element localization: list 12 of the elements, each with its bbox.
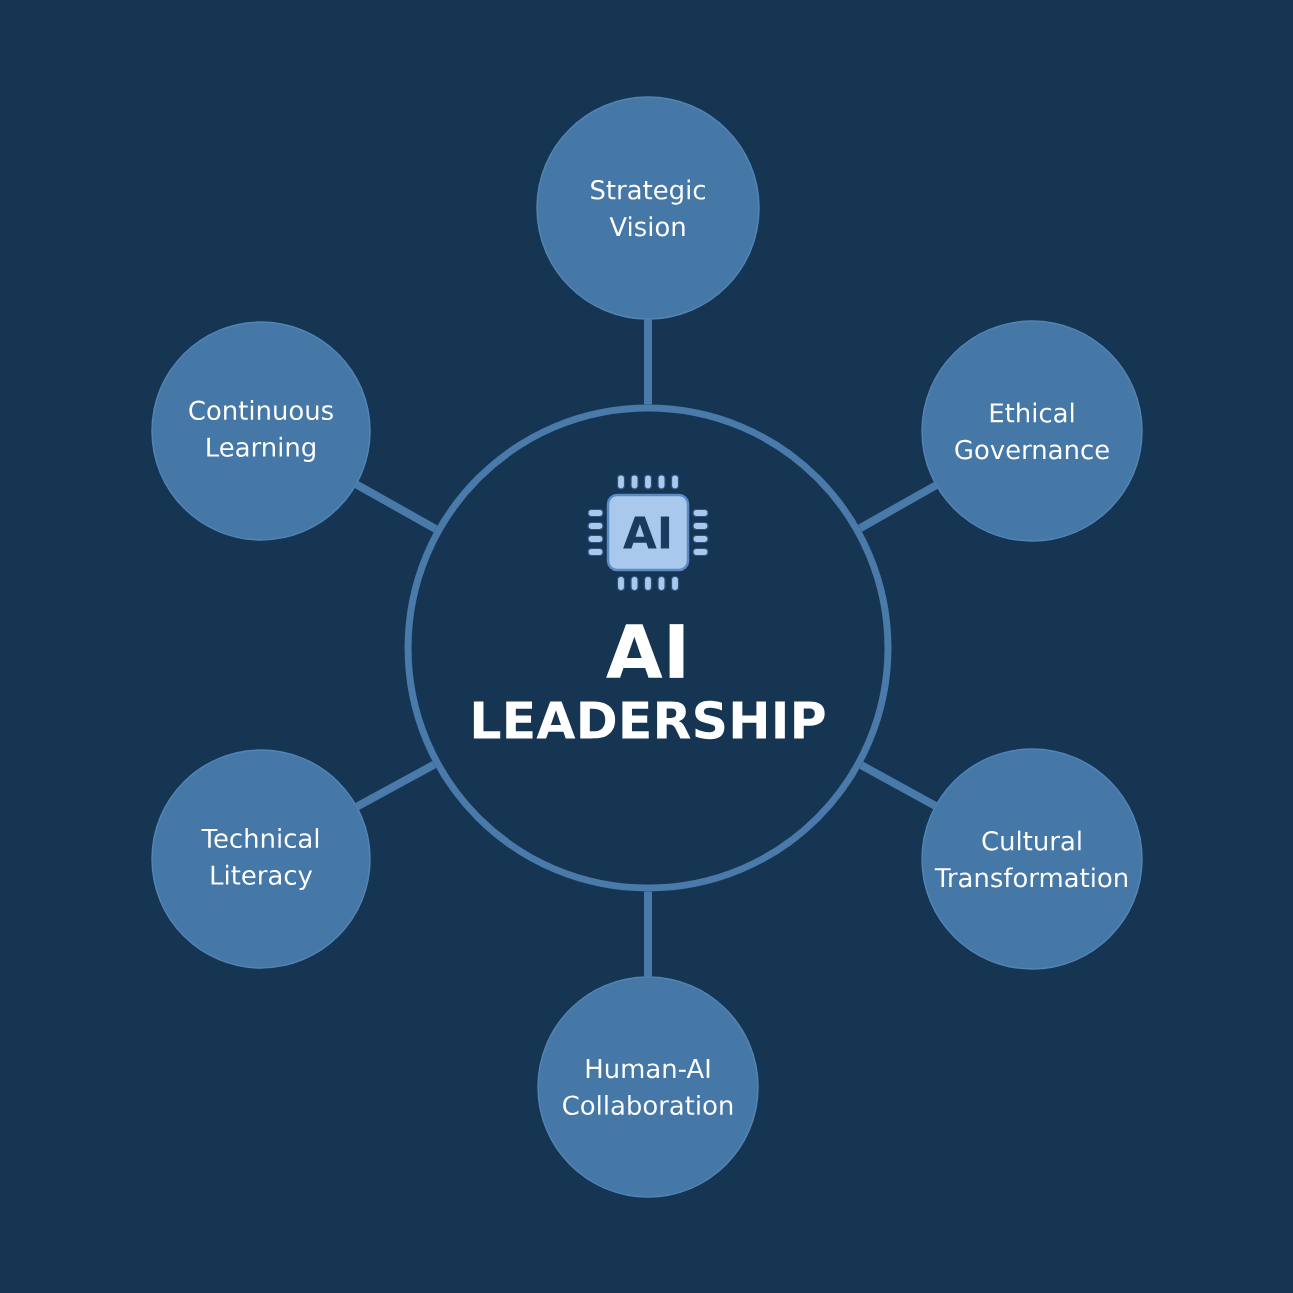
connector-line: [354, 761, 437, 811]
connector-line: [857, 481, 939, 532]
title-text: LEADERSHIP: [473, 700, 825, 740]
circle-node: Technical Literacy: [151, 749, 371, 969]
circle-node: Human-AI Collaboration: [537, 976, 759, 1198]
connector-line: [859, 761, 938, 810]
title-text: AI: [606, 624, 684, 678]
circle-node: Continuous Learning: [151, 321, 371, 541]
connector-line: [354, 480, 438, 533]
circle-node: Ethical Governance: [921, 320, 1143, 542]
circle-node: Cultural Transformation: [921, 748, 1143, 970]
circle-node: Strategic Vision: [536, 96, 760, 320]
